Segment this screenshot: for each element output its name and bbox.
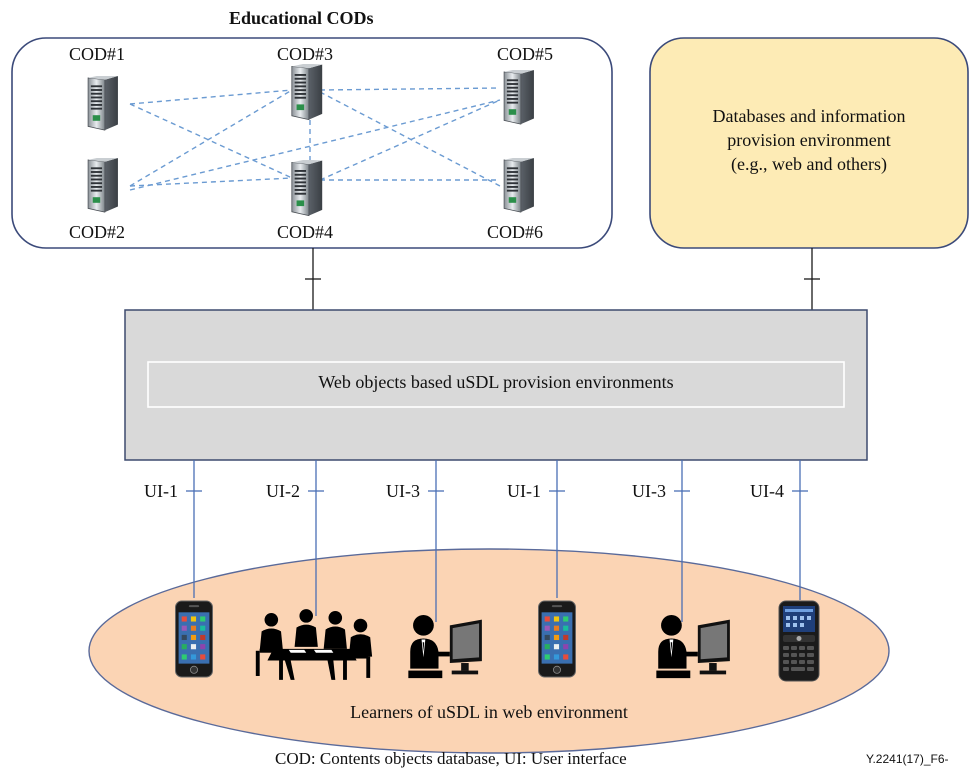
ui-label-1: UI-1 [144,481,178,501]
footnote: COD: Contents objects database, UI: User… [275,749,627,768]
cod4-label: COD#4 [277,222,334,242]
cod-mesh-links [129,87,501,191]
cod2-label: COD#2 [69,222,126,242]
cod-group-title: Educational CODs [229,8,374,28]
cod3-label: COD#3 [277,44,334,64]
provision-inner-box [147,361,845,408]
cod5-label: COD#5 [497,44,554,64]
ui-label-3: UI-3 [386,481,420,501]
top-connectors [305,248,820,310]
ui-label-4: UI-1 [507,481,541,501]
server-icon-cod6 [503,158,535,213]
learners-label: Learners of uSDL in web environment [350,702,628,722]
ui-label-2: UI-2 [266,481,300,501]
server-icon-cod4 [291,160,323,217]
figure-id: Y.2241(17)_F6- [866,752,949,766]
smartphone-icon [537,600,577,678]
ui-label-5: UI-3 [632,481,666,501]
ui-links [193,460,801,622]
databases-text: Databases and information provision envi… [650,104,968,176]
databases-line-3: (e.g., web and others) [731,154,887,174]
databases-line-1: Databases and information [712,106,906,126]
databases-line-2: provision environment [727,130,891,150]
databases-box [649,37,969,249]
server-icon-cod1 [87,76,119,131]
cod-group-box [11,37,613,249]
blackberry-phone-icon [778,600,820,682]
ui-label-6: UI-4 [750,481,784,501]
cod6-label: COD#6 [487,222,544,242]
cod1-label: COD#1 [69,44,126,64]
server-icon-cod3 [291,64,323,121]
server-icon-cod2 [87,158,119,213]
provision-label: Web objects based uSDL provision environ… [318,372,674,392]
server-icon-cod5 [503,70,535,125]
smartphone-icon [175,600,213,678]
learners-ellipse [88,548,890,754]
